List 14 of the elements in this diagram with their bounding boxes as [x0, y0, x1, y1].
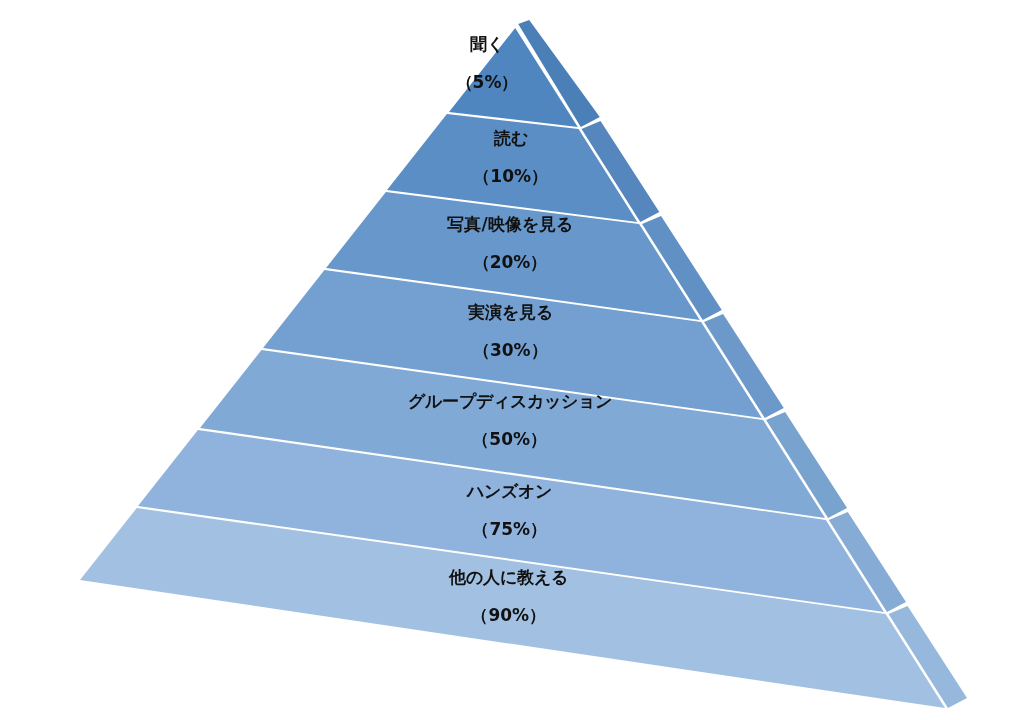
percentage-label: （50%）: [472, 429, 548, 449]
tier-label: グループディスカッション: [407, 391, 612, 411]
tier-label: 実演を見る: [467, 302, 553, 322]
percentage-label: （5%）: [455, 72, 519, 92]
percentage-label: （20%）: [472, 252, 548, 272]
tier-label: 聞く: [470, 34, 504, 54]
tier-label: 写真/映像を見る: [447, 214, 573, 234]
tier-label: 読む: [493, 127, 528, 148]
tier-label: ハンズオン: [467, 481, 553, 501]
percentage-label: （75%）: [472, 519, 548, 539]
percentage-label: （10%）: [473, 165, 549, 186]
tier-label: 他の人に教える: [449, 567, 569, 587]
percentage-label: （90%）: [471, 605, 547, 625]
percentage-label: （30%）: [472, 340, 548, 360]
